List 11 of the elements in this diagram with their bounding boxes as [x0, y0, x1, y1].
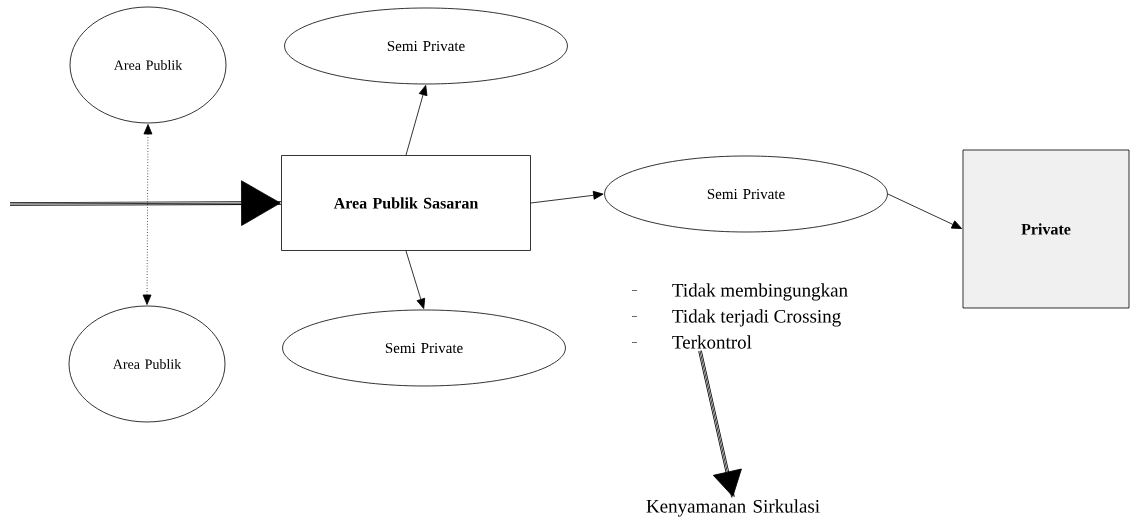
arrow — [142, 124, 153, 305]
arrow — [530, 190, 604, 204]
area-box: Area Publik Sasaran — [281, 155, 531, 251]
arrow — [698, 349, 742, 499]
arrow — [405, 85, 428, 156]
private-box: Private — [962, 149, 1130, 309]
arrow — [887, 193, 963, 229]
result-text: Kenyamanan Sirkulasi — [646, 499, 820, 517]
arrow — [9, 180, 283, 226]
arrow — [405, 250, 426, 309]
bullet-list: Tidak membingungkan Tidak terjadi Crossing Terkontrol — [631, 283, 848, 349]
